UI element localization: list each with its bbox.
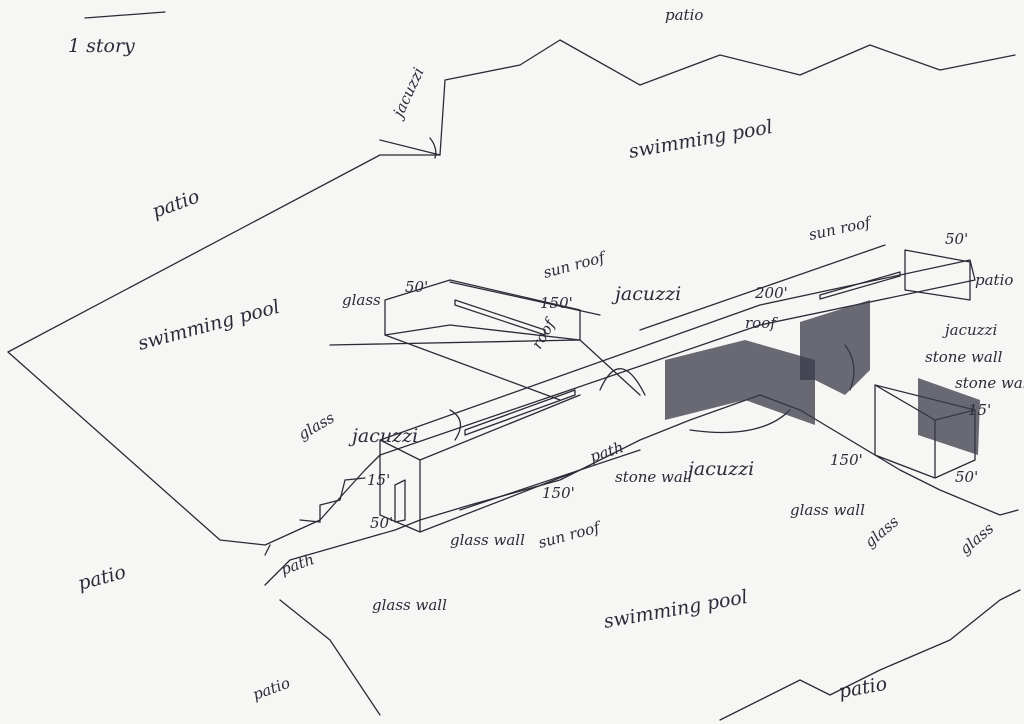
label-jacuzzi-center: jacuzzi	[611, 283, 681, 305]
stone-wall-right	[918, 378, 980, 455]
label-sun-roof-1: sun roof	[541, 248, 608, 282]
label-dim-50-right: 50'	[945, 230, 968, 248]
path-steps	[264, 477, 366, 556]
stone-wall-upper-right	[800, 300, 870, 395]
sun-roof-slot-2	[819, 271, 901, 300]
jacuzzi-small-outline	[379, 137, 441, 159]
label-patio-bottom: patio	[250, 674, 292, 704]
lower-pool-bottom	[279, 589, 1021, 721]
title-underline	[84, 11, 166, 19]
label-stone-wall-1: stone wall	[925, 348, 1003, 366]
label-dim-15-right: 15'	[968, 401, 991, 419]
door	[394, 479, 406, 523]
jacuzzi-arc-center	[599, 368, 791, 434]
upper-pool-outline	[7, 39, 1016, 353]
left-wing-roof	[329, 334, 641, 401]
label-roof-1: roof	[528, 314, 560, 352]
stone-wall-center	[665, 340, 815, 425]
jacuzzi-arc-left	[449, 409, 462, 441]
sun-roof-slot-3	[464, 389, 576, 436]
label-glass-4: glass	[956, 519, 997, 558]
label-dim-50-bottom-right: 50'	[955, 468, 978, 486]
label-glass-wall-1: glass wall	[790, 501, 865, 519]
main-wing-box-left	[379, 394, 581, 533]
label-dim-50-bottom-left: 50'	[370, 514, 393, 532]
right-box	[904, 249, 971, 301]
label-stone-wall-3: stone wall	[615, 468, 693, 486]
label-dim-200: 200'	[754, 284, 788, 302]
label-patio-bottom-left: patio	[76, 561, 129, 595]
label-patio-left: patio	[149, 185, 202, 222]
dim-arrow-150	[449, 281, 601, 316]
label-dim-15-left: 15'	[367, 471, 390, 489]
label-dim-150-1: 150'	[540, 294, 573, 312]
dim-arrow-path	[459, 449, 641, 511]
label-patio-right: patio	[975, 271, 1013, 289]
label-swimming-pool-left: swimming pool	[136, 296, 282, 355]
label-glass-2: glass	[295, 408, 338, 443]
label-jacuzzi-bottom: jacuzzi	[684, 458, 754, 480]
label-glass-wall-2: glass wall	[450, 531, 525, 549]
label-sun-roof-2: sun roof	[807, 213, 874, 244]
label-patio-top: patio	[665, 6, 703, 24]
lower-pool-outline	[264, 394, 761, 586]
sun-roof-slot-1	[454, 299, 546, 336]
label-dim-50-left: 50'	[405, 278, 428, 296]
label-swimming-pool-bottom: swimming pool	[602, 586, 749, 633]
title: 1 story	[68, 35, 135, 57]
label-jacuzzi-small: jacuzzi	[388, 65, 428, 123]
label-sun-roof-3: sun roof	[536, 518, 603, 552]
label-patio-bottom-right: patio	[837, 673, 889, 703]
label-glass-1: glass	[342, 291, 381, 309]
label-path-2: path	[278, 550, 316, 579]
label-stone-wall-2: stone wall	[955, 374, 1024, 392]
dim-arrow-200	[639, 244, 886, 331]
label-swimming-pool-top: swimming pool	[627, 116, 774, 163]
label-jacuzzi-left: jacuzzi	[348, 425, 418, 447]
label-roof-2: roof	[745, 314, 778, 332]
label-jacuzzi-right: jacuzzi	[942, 321, 997, 339]
label-glass-3: glass	[861, 512, 902, 551]
label-glass-wall-3: glass wall	[372, 596, 447, 614]
label-dim-150-2: 150'	[830, 451, 863, 469]
label-dim-150-3: 150'	[542, 484, 575, 502]
left-pool-lower-edge	[7, 351, 381, 546]
